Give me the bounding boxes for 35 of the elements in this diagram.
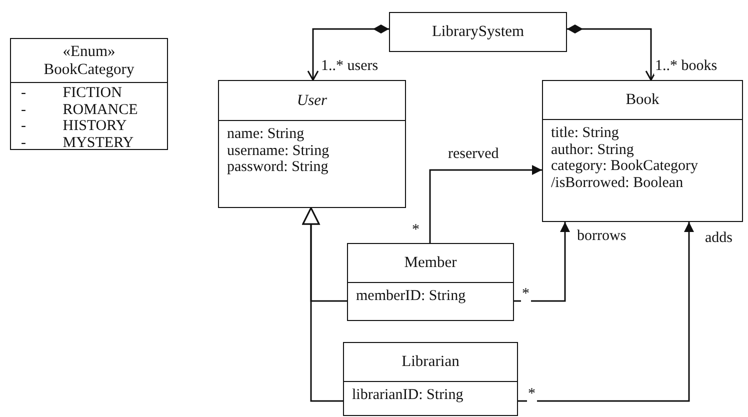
enum-value: - HISTORY <box>21 118 128 134</box>
attribute: password: String <box>227 159 330 176</box>
enum-value: - FICTION <box>21 85 123 102</box>
connector <box>567 24 657 81</box>
connector <box>307 24 389 81</box>
class-name: User <box>296 92 328 110</box>
enum-value: - MYSTERY <box>21 134 135 151</box>
attribute: name: String <box>227 126 306 142</box>
connector <box>302 207 343 402</box>
attribute: title: String <box>551 125 620 142</box>
multiplicity-label: * <box>521 286 530 303</box>
enum-value: - ROMANCE <box>21 102 139 118</box>
attribute: username: String <box>227 142 330 159</box>
connector <box>514 222 570 302</box>
class-name: Book <box>626 91 660 109</box>
class-name: Librarian <box>402 353 460 371</box>
class-box <box>542 80 743 222</box>
attribute: /isBorrowed: Boolean <box>551 174 684 191</box>
class-name: Member <box>404 254 457 272</box>
class-box <box>218 80 406 208</box>
class-box <box>347 243 514 321</box>
multiplicity-label: * <box>527 386 536 403</box>
edge-label: 1..* books <box>654 58 718 75</box>
attribute: memberID: String <box>356 288 467 304</box>
connector <box>429 165 542 243</box>
class-box <box>343 342 518 416</box>
class-box <box>389 12 567 52</box>
class-name: BookCategory <box>44 60 134 78</box>
stereotype: «Enum» <box>62 42 116 60</box>
attribute: librarianID: String <box>352 387 464 404</box>
attribute: author: String <box>551 142 635 158</box>
class-name: LibrarySystem <box>432 22 524 40</box>
class-box <box>10 38 168 150</box>
attribute: category: BookCategory <box>551 158 700 174</box>
connector <box>518 222 694 402</box>
